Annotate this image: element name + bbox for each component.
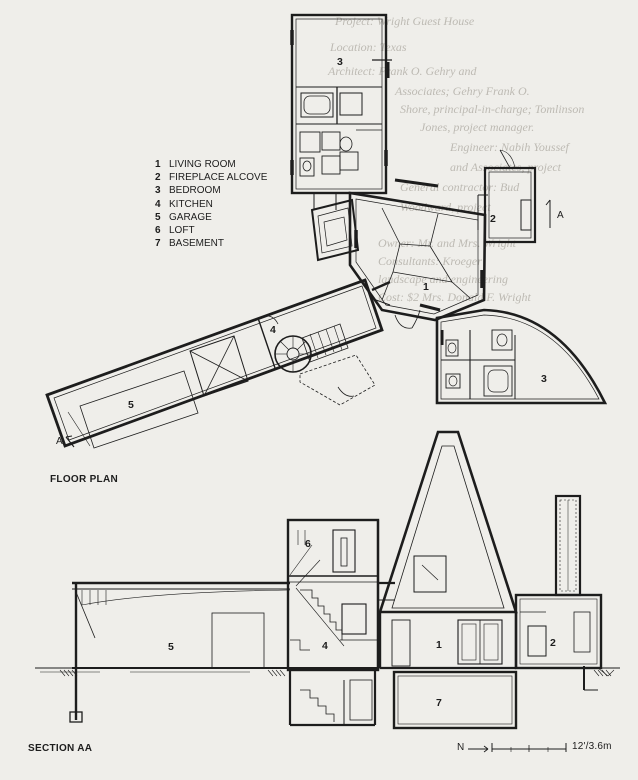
bedroom-bottom-plan — [435, 308, 608, 405]
section-number-living-room: 1 — [436, 639, 443, 651]
ghost-line: Associates; Gehry Frank O. — [395, 84, 530, 98]
garage-section — [69, 581, 291, 723]
room-number-garage: 5 — [128, 399, 135, 411]
fireplace-alcove-plan — [477, 149, 551, 244]
bedroom-top-plan — [290, 13, 392, 210]
section-cut-marker — [65, 435, 75, 448]
ghost-line: Shore, principal-in-charge; Tomlinson — [400, 102, 585, 116]
section-number-fireplace-alcove: 2 — [550, 637, 557, 649]
room-number-bedroom-top: 3 — [337, 56, 344, 68]
basement-section — [392, 670, 518, 730]
section-marker-right: A — [557, 210, 564, 221]
ghost-line: Architect: Frank O. Gehry and — [328, 64, 477, 78]
ghost-line: Location: Texas — [330, 40, 407, 54]
ghost-line: Project: Wright Guest House — [335, 14, 475, 28]
living-room-plan — [348, 178, 487, 329]
entry-vestibule-plan — [310, 198, 360, 262]
ghost-line: Consultants: Kroeger — [378, 254, 482, 268]
room-number-kitchen: 4 — [270, 324, 277, 336]
living-room-section — [378, 430, 518, 670]
section-number-loft: 6 — [305, 538, 312, 550]
section-drawing — [35, 430, 620, 730]
ghost-line: Jones, project manager. — [420, 120, 535, 134]
scale-bar — [468, 743, 567, 753]
section-number-garage: 5 — [168, 641, 175, 653]
garage-kitchen-plan — [45, 278, 391, 449]
fireplace-alcove-section — [514, 494, 615, 691]
room-number-living-room: 1 — [423, 281, 430, 293]
ghost-line: landscape and engineering — [378, 272, 508, 286]
section-number-basement: 7 — [436, 697, 443, 709]
floor-plan-drawing — [45, 13, 608, 449]
ghost-line: Cost: $2 Mrs. Donald F. Wright — [378, 290, 531, 304]
room-number-bedroom-bottom: 3 — [541, 373, 548, 385]
section-number-kitchen: 4 — [322, 640, 329, 652]
section-title: SECTION AA — [28, 743, 93, 754]
scale-label: 12'/3.6m — [572, 741, 612, 752]
room-number-fireplace-alcove: 2 — [490, 213, 497, 225]
floor-plan-title: FLOOR PLAN — [50, 474, 118, 485]
ghost-line: Owner: Mr. and Mrs. Wright — [378, 236, 517, 250]
section-marker-left: A — [56, 436, 63, 447]
ghost-line: Engineer: Nabih Youssef — [450, 140, 569, 154]
loft-kitchen-section — [286, 518, 395, 727]
ground-hatching — [59, 669, 612, 677]
north-label: N — [457, 742, 465, 753]
